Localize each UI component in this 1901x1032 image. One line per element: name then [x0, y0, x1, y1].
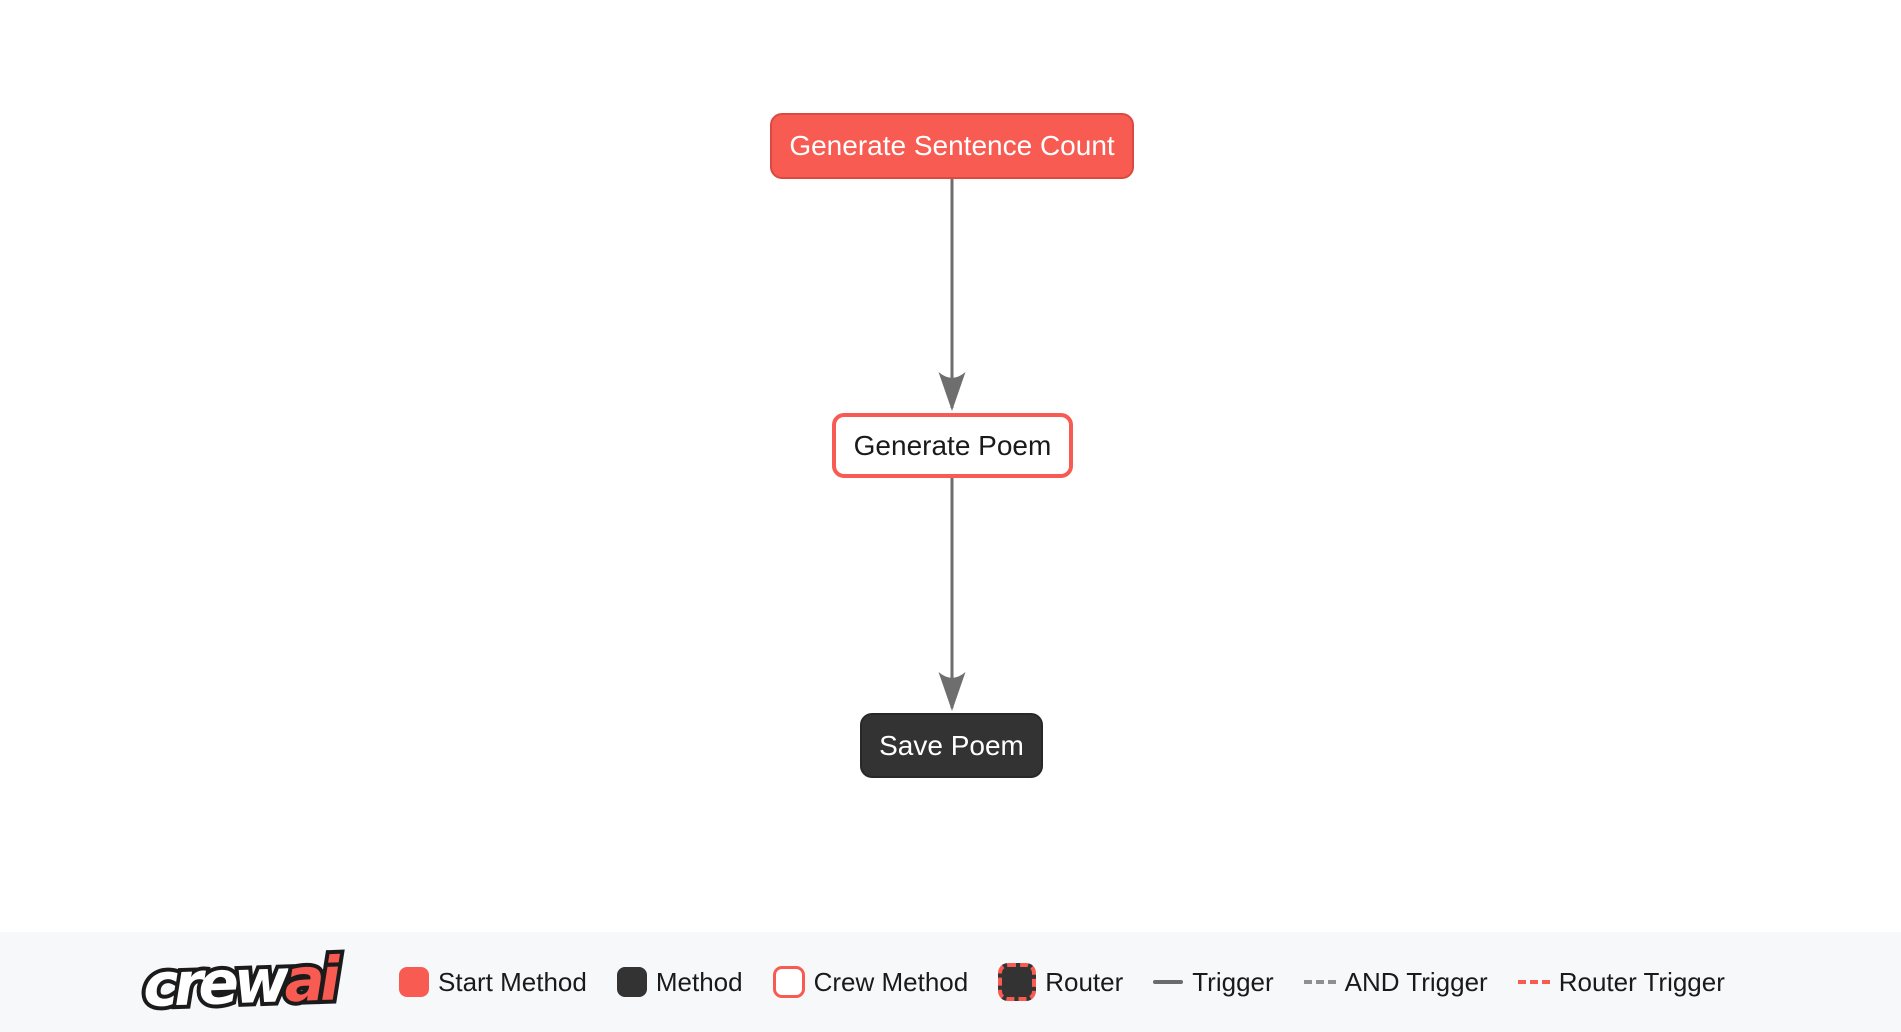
and-trigger-line-icon [1303, 980, 1336, 984]
crewai-logo-crew: crew [138, 942, 290, 1025]
legend-item-trigger: Trigger [1153, 966, 1274, 998]
router-swatch-icon [998, 963, 1037, 1001]
crewai-logo: crewai [138, 940, 384, 1025]
arrowhead-icon [938, 372, 966, 411]
crewai-logo-ai: ai [279, 940, 340, 1020]
legend-item-and-trigger: AND Trigger [1303, 966, 1488, 998]
legend-label: Router [1045, 966, 1124, 997]
legend-item-crew-method: Crew Method [772, 966, 969, 998]
edge-layer [938, 179, 966, 711]
arrowhead-icon [938, 672, 966, 711]
method-swatch-icon [616, 967, 647, 997]
trigger-edge [938, 179, 966, 411]
router-trigger-line-icon [1517, 980, 1550, 984]
legend-item-router-trigger: Router Trigger [1517, 966, 1725, 998]
flow-node-save-poem[interactable]: Save Poem [860, 713, 1043, 778]
legend-bar: crewai Start Method Method Crew Method R… [0, 932, 1901, 1032]
trigger-edge [938, 478, 966, 711]
legend-label: Router Trigger [1558, 966, 1725, 997]
legend-label: Trigger [1192, 966, 1274, 997]
legend-label: Crew Method [813, 966, 969, 997]
legend-item-router: Router [998, 963, 1123, 1001]
legend-label: Method [655, 966, 743, 997]
legend: Start Method Method Crew Method Router T… [399, 963, 1725, 1001]
legend-item-start-method: Start Method [399, 967, 587, 998]
flow-canvas[interactable]: Generate Sentence Count Generate Poem Sa… [0, 0, 1901, 932]
flow-node-generate-sentence-count[interactable]: Generate Sentence Count [770, 113, 1134, 179]
trigger-line-icon [1153, 980, 1184, 984]
legend-label: Start Method [438, 966, 587, 997]
start-method-swatch-icon [399, 967, 429, 997]
legend-item-method: Method [616, 966, 743, 998]
flow-node-generate-poem[interactable]: Generate Poem [832, 413, 1073, 478]
crew-method-swatch-icon [772, 966, 805, 998]
legend-label: AND Trigger [1344, 966, 1488, 997]
